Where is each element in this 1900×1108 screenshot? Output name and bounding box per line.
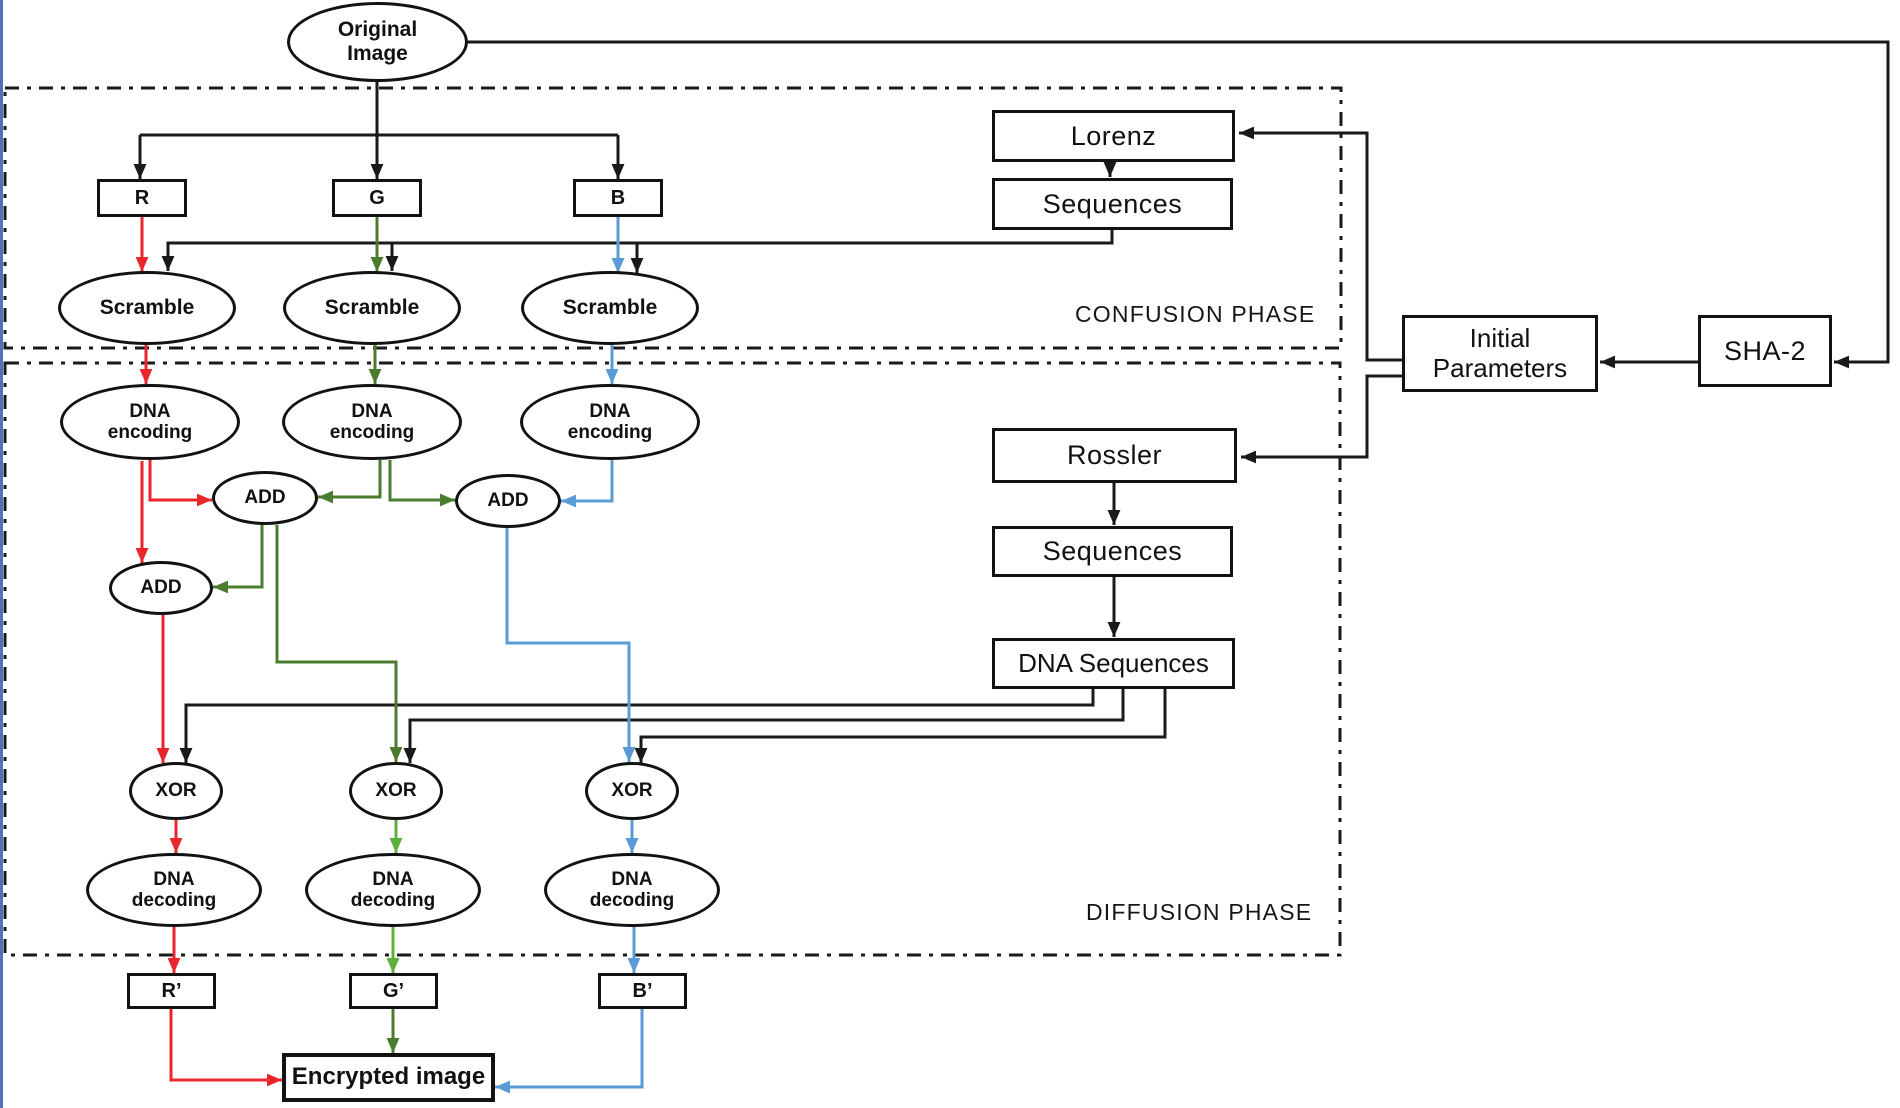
- rossler-box: Rossler: [992, 428, 1237, 483]
- add-r-node: ADD: [109, 561, 213, 615]
- dna-decoding-r-node: DNA decoding: [86, 853, 262, 927]
- edge-dna-sequences-to-xor-g: [403, 689, 1125, 763]
- xor-b-node: XOR: [585, 762, 679, 820]
- xor-g-node: XOR: [349, 762, 443, 820]
- lorenz-box: Lorenz: [992, 110, 1235, 162]
- diffusion-phase-label: DIFFUSION PHASE: [1086, 899, 1313, 925]
- encrypted-image-box: Encrypted image: [282, 1053, 495, 1102]
- confusion-phase-frame: [3, 86, 1343, 350]
- channel-g-box: G: [332, 179, 422, 217]
- channel-r-box: R: [97, 179, 187, 217]
- original-image-node: Original Image: [287, 2, 468, 82]
- edge-original-to-sha2: [467, 40, 1890, 369]
- edge-add1-to-add2: [213, 525, 264, 594]
- channel-g-prime-box: G’: [349, 973, 438, 1009]
- rossler-sequences-box: Sequences: [992, 526, 1233, 577]
- dna-decoding-b-node: DNA decoding: [544, 853, 720, 927]
- scramble-b-node: Scramble: [521, 271, 699, 345]
- channel-r-prime-box: R’: [127, 973, 216, 1009]
- confusion-phase-label: CONFUSION PHASE: [1075, 301, 1316, 327]
- edge-add1-to-xor-g: [275, 525, 403, 762]
- dna-encoding-b-node: DNA encoding: [520, 384, 700, 460]
- initial-parameters-box: Initial Parameters: [1402, 315, 1598, 392]
- edge-dna-encoding-g-to-addb: [388, 460, 455, 507]
- scramble-r-node: Scramble: [58, 271, 236, 345]
- add-rg-node: ADD: [212, 471, 318, 525]
- add-gb-node: ADD: [455, 474, 561, 528]
- edge-dna-sequences-to-xor-r: [179, 689, 1095, 763]
- xor-r-node: XOR: [129, 762, 223, 820]
- edge-initial-parameters-to-lorenz: [1239, 126, 1402, 362]
- dna-encoding-g-node: DNA encoding: [282, 384, 462, 460]
- diffusion-phase-frame: [3, 361, 1342, 957]
- channel-b-box: B: [573, 179, 663, 217]
- edge-initial-parameters-to-rossler: [1241, 374, 1402, 464]
- dna-encoding-r-node: DNA encoding: [60, 384, 240, 460]
- edge-dna-encoding-g-to-add1: [318, 460, 382, 504]
- lorenz-sequences-box: Sequences: [992, 178, 1233, 230]
- scramble-g-node: Scramble: [283, 271, 461, 345]
- edge-sequences-to-scramble-r: [161, 230, 1114, 271]
- edge-dna-encoding-b-to-addb: [561, 460, 614, 508]
- sha2-box: SHA-2: [1698, 315, 1832, 387]
- edge-dna-encoding-r-to-add1: [148, 460, 212, 507]
- channel-b-prime-box: B’: [598, 973, 687, 1009]
- edge-r-prime-to-encrypted: [169, 1009, 282, 1087]
- dna-decoding-g-node: DNA decoding: [305, 853, 481, 927]
- left-edge-artifact: [0, 0, 3, 1108]
- edge-addb-to-xor-b: [505, 528, 636, 762]
- dna-sequences-box: DNA Sequences: [992, 638, 1235, 689]
- edge-dna-sequences-to-xor-b: [634, 689, 1167, 763]
- edge-b-prime-to-encrypted: [495, 1009, 644, 1094]
